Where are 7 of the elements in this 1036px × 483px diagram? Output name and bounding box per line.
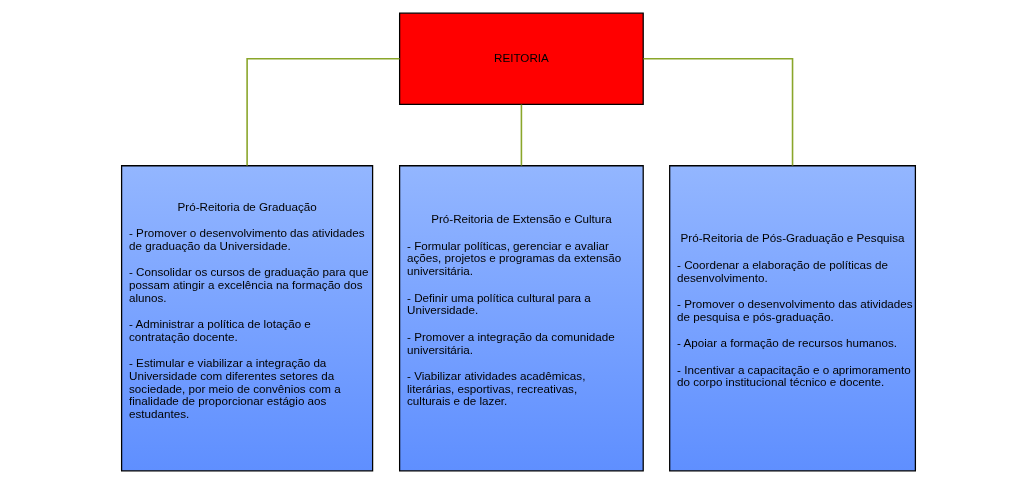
connector [520, 103, 522, 166]
node-box: REITORIA [398, 12, 644, 105]
node-box: Pró-Reitoria de Graduação - Promover o desenvolvimento das atividades de graduação da Universidade. - Consolidar os cursos de graduação para que possam atingir a excelência na formação dos alunos. - Administrar a política de lotação e contratação docente. - Estimular e viabilizar a integração da Universidade com diferentes setores da sociedade, por meio de convênios com a finalidade de proporcionar estágio aos estudantes. [120, 164, 373, 471]
connector [642, 57, 793, 166]
connector [245, 57, 400, 166]
node-box: Pró-Reitoria de Extensão e Cultura - Formular políticas, gerenciar e avaliar ações, projetos e programas da extensão universitária. - Definir uma política cultural para a Universidade. - Promover a integração da comunidade universitária. - Viabilizar atividades acadêmicas, literárias, esportivas, recreativas, culturais e de lazer. [398, 164, 644, 471]
node-box: Pró-Reitoria de Pós-Graduação e Pesquisa - Coordenar a elaboração de políticas de desenvolvimento. - Promover o desenvolvimento das atividades de pesquisa e pós-graduação. - Apoiar a formação de recursos humanos. - Incentivar a capacitação e o aprimoramento do corpo institucional técnico e docente. [668, 164, 916, 471]
